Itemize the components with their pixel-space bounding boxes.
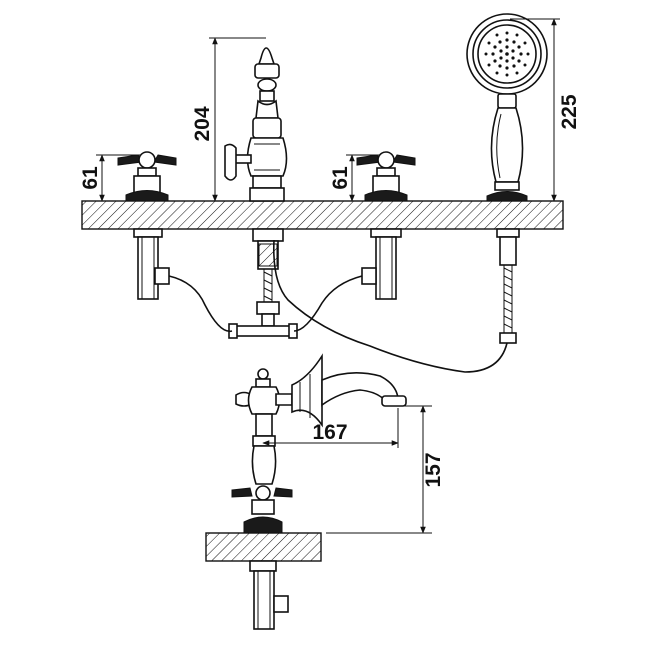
shower-hose — [272, 239, 508, 373]
dim-right-valve-height: 61 — [329, 154, 380, 202]
dim-shower-height: 225 — [510, 18, 581, 202]
left-valve-handle-right-arm — [153, 154, 177, 166]
right-valve — [356, 151, 416, 300]
shower-handle — [490, 107, 524, 183]
dim-spout-height: 204 — [191, 37, 266, 202]
center-spout — [224, 47, 298, 339]
right-valve-base — [364, 190, 408, 202]
dim-side-height: 157 — [326, 405, 445, 534]
dim-left-valve-label: 61 — [79, 166, 102, 190]
shower-base — [486, 191, 528, 202]
dim-right-valve-label: 61 — [329, 166, 352, 190]
hoses — [168, 239, 508, 373]
dim-left-valve-height: 61 — [79, 154, 140, 202]
dim-spout-reach: 167 — [262, 408, 399, 448]
dim-spout-label: 204 — [191, 106, 214, 141]
right-valve-handle-right-arm — [392, 154, 416, 166]
side-deck-slab — [205, 532, 322, 562]
left-valve-base — [125, 190, 169, 202]
dim-reach-label: 167 — [312, 421, 347, 444]
side-view-spout — [231, 353, 407, 630]
dim-shower-label: 225 — [558, 94, 581, 129]
dim-side-height-label: 157 — [422, 452, 445, 487]
left-valve — [117, 151, 177, 300]
deck-slab — [81, 200, 564, 230]
right-hose — [293, 275, 363, 332]
shower-head-nozzles — [484, 31, 530, 77]
hand-shower — [466, 13, 548, 344]
left-hose — [168, 275, 233, 333]
